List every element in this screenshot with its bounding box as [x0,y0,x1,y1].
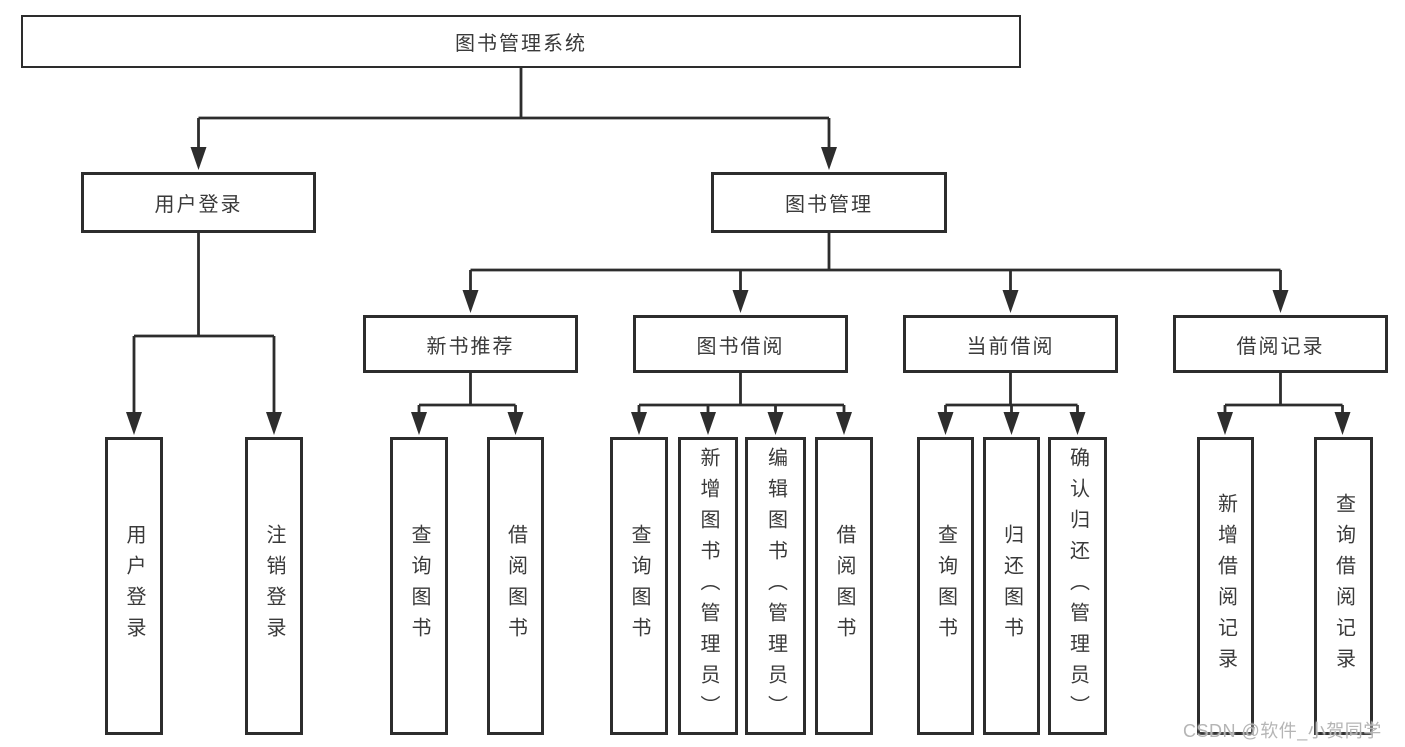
node-user-login: 用户登录 [81,172,316,233]
leaf-user-login: 用户登录 [105,437,163,735]
leaf-edit-books-admin: 编辑图书（管理员） [745,437,806,735]
node-library-management-system: 图书管理系统 [21,15,1021,68]
node-book-management: 图书管理 [711,172,947,233]
leaf-return-books: 归还图书 [983,437,1040,735]
watermark: CSDN @软件_小贺同学 [1183,721,1382,741]
node-book-borrow: 图书借阅 [633,315,848,373]
leaf-recommend-borrow-books: 借阅图书 [487,437,544,735]
leaf-logout: 注销登录 [245,437,303,735]
node-borrow-records: 借阅记录 [1173,315,1388,373]
leaf-add-books-admin: 新增图书（管理员） [678,437,738,735]
leaf-add-borrow-record: 新增借阅记录 [1197,437,1254,735]
leaf-borrow-query-books: 查询图书 [610,437,668,735]
node-current-borrow: 当前借阅 [903,315,1118,373]
leaf-recommend-query-books: 查询图书 [390,437,448,735]
leaf-confirm-return-admin: 确认归还（管理员） [1048,437,1107,735]
leaf-borrow-books: 借阅图书 [815,437,873,735]
node-new-book-recommend: 新书推荐 [363,315,578,373]
leaf-query-borrow-record: 查询借阅记录 [1314,437,1373,735]
leaf-current-query-books: 查询图书 [917,437,974,735]
